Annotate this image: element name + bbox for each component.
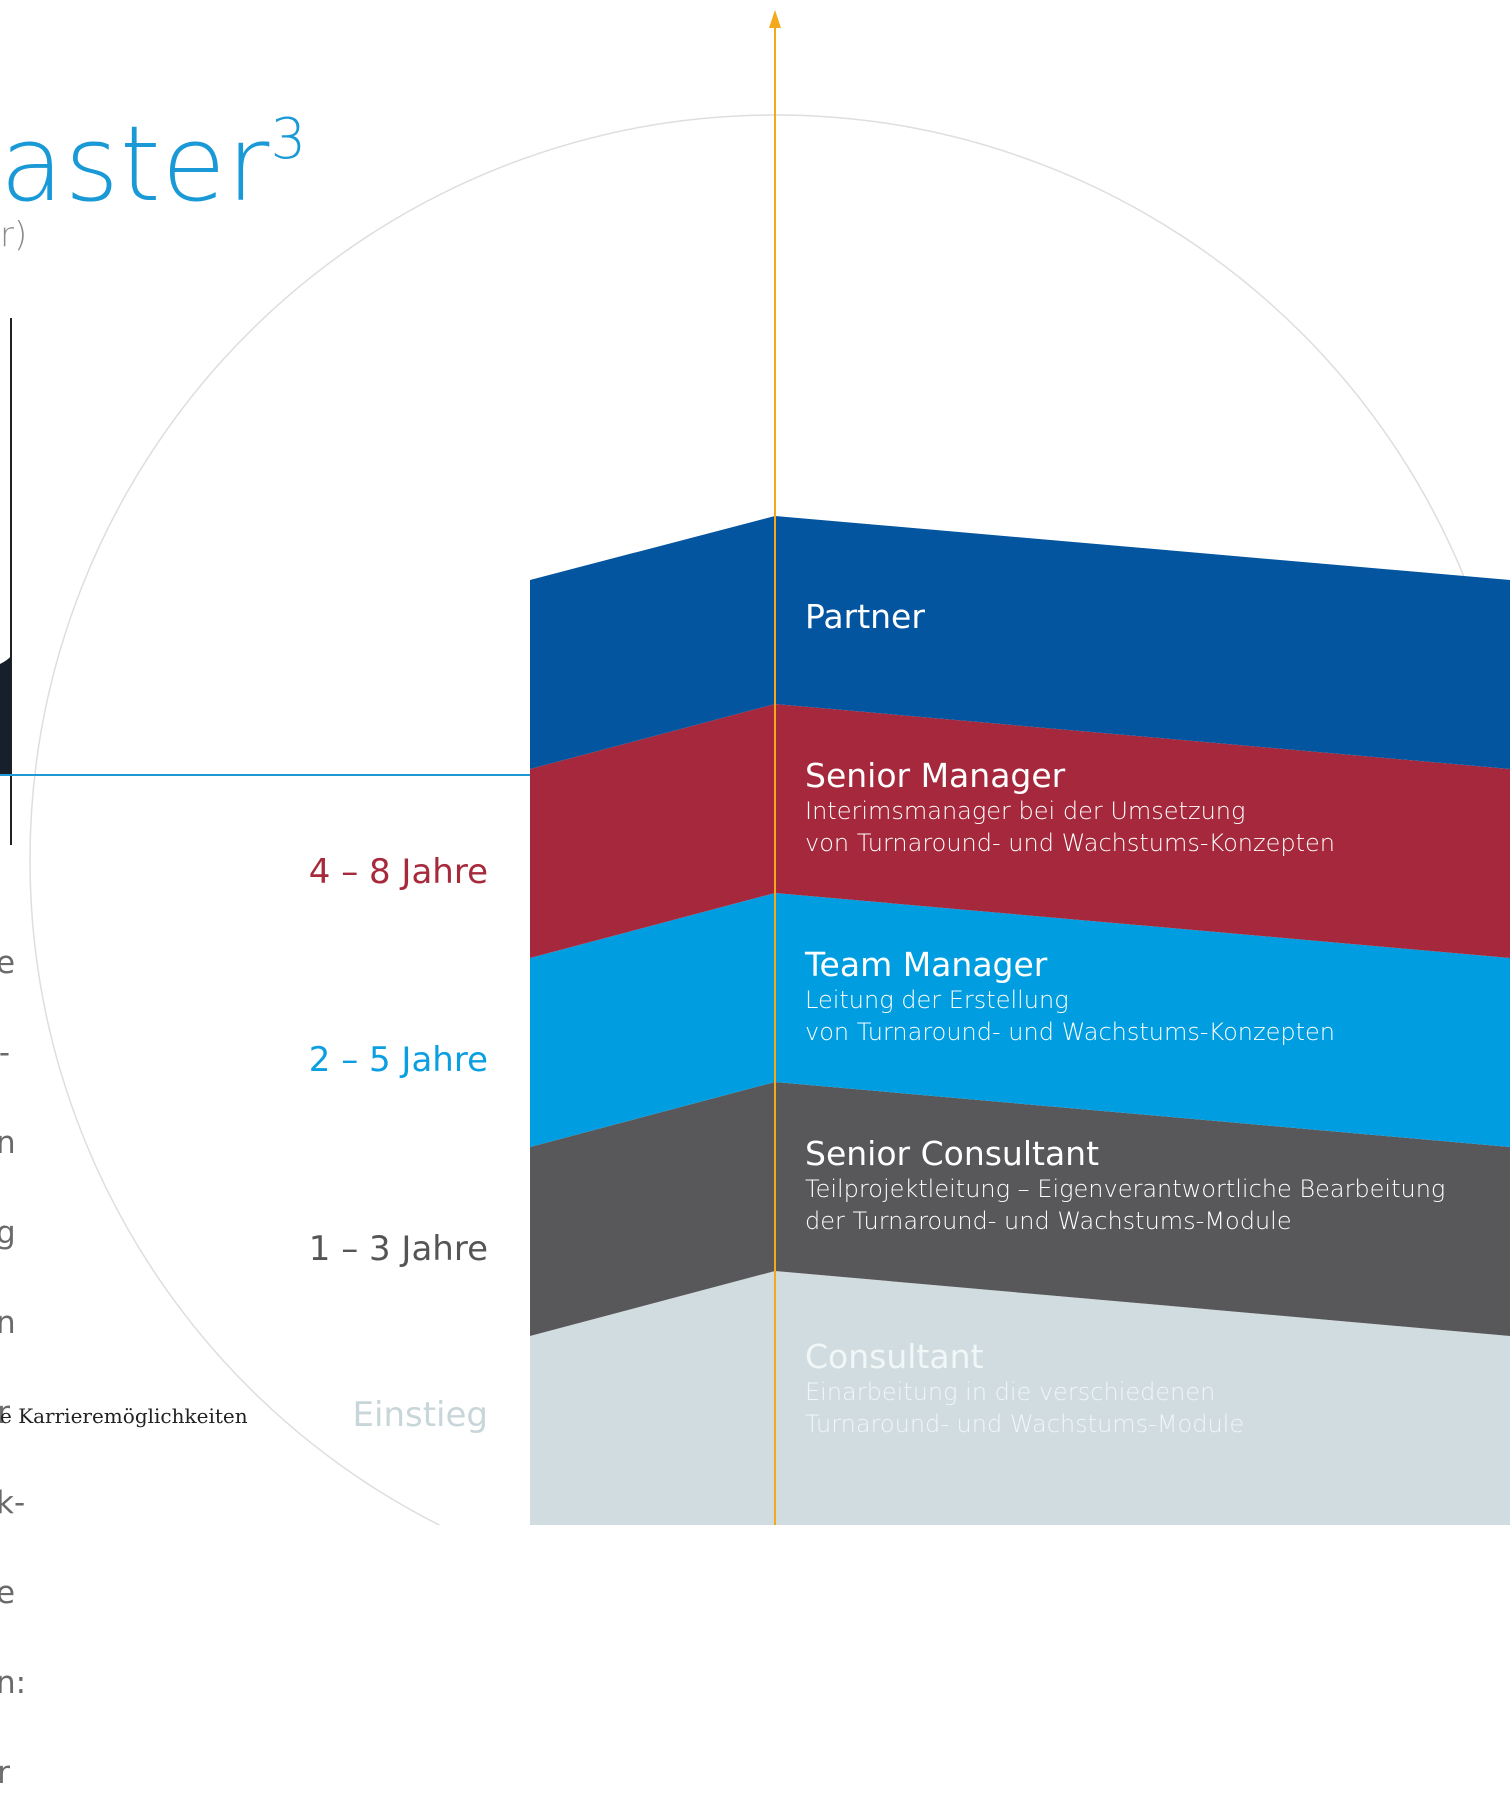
- level-description-line: Teilprojektleitung – Eigenverantwortlich…: [805, 1175, 1446, 1203]
- body-line-ending: -: [0, 1038, 10, 1069]
- level-title: Consultant: [805, 1337, 984, 1376]
- body-line-ending: n:: [0, 1665, 27, 1701]
- level-title: Partner: [805, 597, 925, 636]
- level-description-line: Turnaround- und Wachstums-Module: [805, 1410, 1245, 1438]
- photo-dark-corner: [0, 656, 11, 776]
- level-description-line: der Turnaround- und Wachstums-Module: [805, 1207, 1292, 1235]
- level-description-line: Einarbeitung in die verschiedenen: [805, 1378, 1216, 1406]
- subtitle-fragment: r): [0, 215, 28, 255]
- level-senior-manager: Senior Manager Interimsmanager bei der U…: [805, 757, 1335, 859]
- body-text-edge: e - n g n r k- e n: r: [0, 888, 27, 1818]
- years-label-team-manager: 2 – 5 Jahre: [308, 1040, 488, 1080]
- level-senior-consultant: Senior Consultant Teilprojektleitung – E…: [805, 1135, 1445, 1237]
- level-description-line: Leitung der Erstellung: [805, 986, 1069, 1014]
- body-line-ending: r: [0, 1395, 10, 1431]
- level-title: Senior Consultant: [805, 1134, 1100, 1173]
- career-axis-arrowhead: [769, 10, 781, 28]
- level-description-line: Interimsmanager bei der Umsetzung: [805, 797, 1246, 825]
- level-title: Team Manager: [805, 945, 1048, 984]
- title-superscript: 3: [270, 107, 308, 172]
- level-description-line: von Turnaround- und Wachstums-Konzepten: [805, 1018, 1335, 1046]
- level-team-manager: Team Manager Leitung der Erstellung von …: [805, 946, 1335, 1048]
- career-diagram: [0, 10, 1510, 1525]
- body-line-ending: e: [0, 1575, 16, 1611]
- body-line-ending: k-: [0, 1485, 26, 1521]
- level-title: Senior Manager: [805, 756, 1066, 795]
- body-line-ending: e: [0, 945, 16, 981]
- years-label-senior-consultant: 1 – 3 Jahre: [308, 1229, 488, 1269]
- body-line-ending: r: [0, 1755, 10, 1791]
- level-consultant: Consultant Einarbeitung in die verschied…: [805, 1338, 1244, 1440]
- years-label-senior-manager: 4 – 8 Jahre: [308, 852, 488, 892]
- body-line-ending: n: [0, 1305, 16, 1341]
- level-description-line: von Turnaround- und Wachstums-Konzepten: [805, 829, 1335, 857]
- caption-fragment: e Karrieremöglichkeiten: [0, 1404, 248, 1428]
- body-line-ending: n: [0, 1125, 16, 1161]
- level-partner: Partner: [805, 598, 925, 636]
- body-line-ending: g: [0, 1215, 16, 1251]
- entry-label: Einstieg: [352, 1395, 488, 1435]
- page-title-fragment: aster3: [0, 103, 308, 225]
